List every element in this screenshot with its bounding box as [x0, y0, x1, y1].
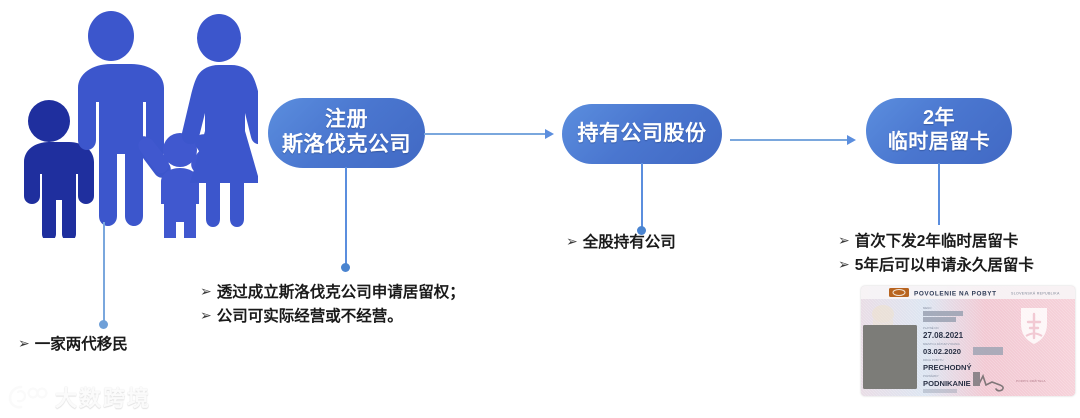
bullet-item: ➢ 透过成立斯洛伐克公司申请居留权；	[200, 281, 465, 305]
node-temporary-residence-card[interactable]: 2年 临时居留卡	[866, 98, 1012, 164]
arrow-shares-to-card-line	[730, 139, 848, 141]
card-header-title: POVOLENIE NA POBYT	[914, 291, 997, 298]
arrow-shares-to-card-head	[847, 135, 856, 145]
svg-text:MENO: MENO	[923, 306, 932, 310]
svg-text:MIESTO A DÁTUM VYDANIA: MIESTO A DÁTUM VYDANIA	[923, 342, 960, 346]
bullets-card: ➢ 首次下发2年临时居留卡 ➢ 5年后可以申请永久居留卡	[838, 230, 1034, 277]
bullets-shares: ➢ 全股持有公司	[566, 231, 676, 255]
node-card-line1: 2年	[922, 107, 956, 130]
bullets-family: ➢ 一家两代移民	[18, 333, 128, 357]
family-icon-group	[8, 8, 269, 250]
bullet-text: 全股持有公司	[582, 234, 676, 251]
node-hold-shares[interactable]: 持有公司股份	[562, 104, 722, 164]
bullet-marker-icon: ➢	[566, 233, 578, 249]
svg-text:DRUH POBYTU: DRUH POBYTU	[923, 358, 943, 362]
connector-register-dot	[341, 263, 350, 272]
mother-icon	[181, 14, 269, 227]
card-remark: PODNIKANIE	[923, 379, 971, 388]
node-register-company[interactable]: 注册 斯洛伐克公司	[268, 98, 425, 168]
connector-shares-dot	[637, 226, 646, 235]
watermark: 大数跨境	[8, 381, 151, 413]
bullet-item: ➢ 公司可实际经营或不经营。	[200, 305, 465, 329]
arrow-register-to-shares-line	[424, 133, 546, 135]
elder-person-icon	[24, 100, 94, 241]
bullet-marker-icon: ➢	[200, 306, 212, 323]
bullet-text: 透过成立斯洛伐克公司申请居留权；	[216, 284, 465, 301]
bullet-item: ➢ 一家两代移民	[18, 333, 128, 357]
node-register-line2: 斯洛伐克公司	[282, 133, 411, 156]
arrow-register-to-shares-head	[545, 129, 554, 139]
bullet-text: 首次下发2年临时居留卡	[854, 233, 1019, 250]
bullet-marker-icon: ➢	[838, 255, 850, 272]
node-register-line1: 注册	[325, 108, 368, 132]
card-signature	[923, 372, 1004, 393]
svg-text:PODPIS DRŽITEĽA: PODPIS DRŽITEĽA	[1016, 378, 1046, 383]
bullet-marker-icon: ➢	[838, 232, 850, 248]
bullet-marker-icon: ➢	[200, 283, 212, 299]
card-issue-date: 03.02.2020	[923, 347, 961, 356]
bullet-text: 公司可实际经营或不经营。	[216, 307, 403, 325]
bullet-item: ➢ 5年后可以申请永久居留卡	[838, 254, 1034, 278]
residence-card-photo: POVOLENIE NA POBYT SLOVENSKÁ REPUBLIKA M…	[861, 286, 1075, 396]
bullet-item: ➢ 全股持有公司	[566, 231, 676, 255]
connector-shares-stem	[641, 163, 643, 229]
slovak-coat-of-arms-icon	[1021, 308, 1047, 344]
connector-family-stem	[103, 222, 105, 324]
bullet-text: 5年后可以申请永久居留卡	[854, 256, 1034, 274]
connector-card-stem	[938, 163, 940, 225]
bullet-marker-icon: ➢	[18, 335, 30, 351]
bullet-text: 一家两代移民	[34, 336, 128, 353]
card-photo-placeholder	[863, 325, 917, 389]
watermark-text: 大数跨境	[55, 386, 152, 411]
card-valid-until: 27.08.2021	[923, 331, 964, 340]
node-shares-line1: 持有公司股份	[577, 121, 707, 145]
bullets-register: ➢ 透过成立斯洛伐克公司申请居留权； ➢ 公司可实际经营或不经营。	[200, 281, 465, 328]
connector-register-stem	[345, 167, 347, 267]
node-card-line2: 临时居留卡	[887, 131, 991, 153]
connector-family-dot	[99, 320, 108, 329]
svg-text:POZNÁMKY: POZNÁMKY	[923, 374, 939, 378]
dashu-logo-icon	[8, 385, 48, 409]
svg-text:SLOVENSKÁ REPUBLIKA: SLOVENSKÁ REPUBLIKA	[1011, 292, 1060, 296]
svg-text:PLATNÉ DO: PLATNÉ DO	[923, 325, 939, 330]
card-residence-type: PRECHODNÝ	[923, 363, 972, 372]
bullet-item: ➢ 首次下发2年临时居留卡	[838, 230, 1034, 254]
